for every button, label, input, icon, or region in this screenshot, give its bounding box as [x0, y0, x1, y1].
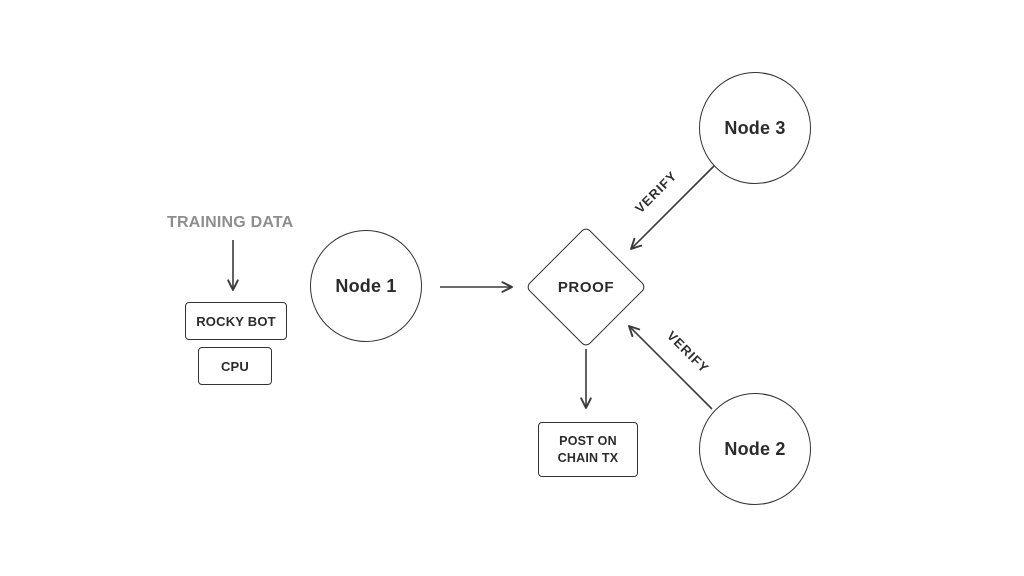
- node1-circle: Node 1: [310, 230, 422, 342]
- post-on-chain-box: POST ON CHAIN TX: [538, 422, 638, 477]
- node1-label: Node 1: [335, 275, 397, 296]
- rocky-bot-label: ROCKY BOT: [196, 313, 276, 329]
- post-on-chain-line2: CHAIN TX: [557, 450, 619, 465]
- proof-diamond: PROOF: [525, 226, 647, 348]
- cpu-label: CPU: [220, 358, 250, 374]
- cpu-box: CPU: [198, 347, 272, 385]
- verify-label-node2: VERIFY: [663, 327, 713, 377]
- rocky-bot-box: ROCKY BOT: [185, 302, 287, 340]
- node3-label: Node 3: [724, 117, 786, 138]
- post-on-chain-line1: POST ON: [559, 434, 617, 449]
- proof-label: PROOF: [557, 278, 615, 296]
- node3-circle: Node 3: [699, 72, 811, 184]
- verify-label-node3: VERIFY: [631, 167, 681, 217]
- node2-label: Node 2: [724, 438, 786, 459]
- training-data-label: TRAINING DATA: [167, 214, 294, 231]
- node2-circle: Node 2: [699, 393, 811, 505]
